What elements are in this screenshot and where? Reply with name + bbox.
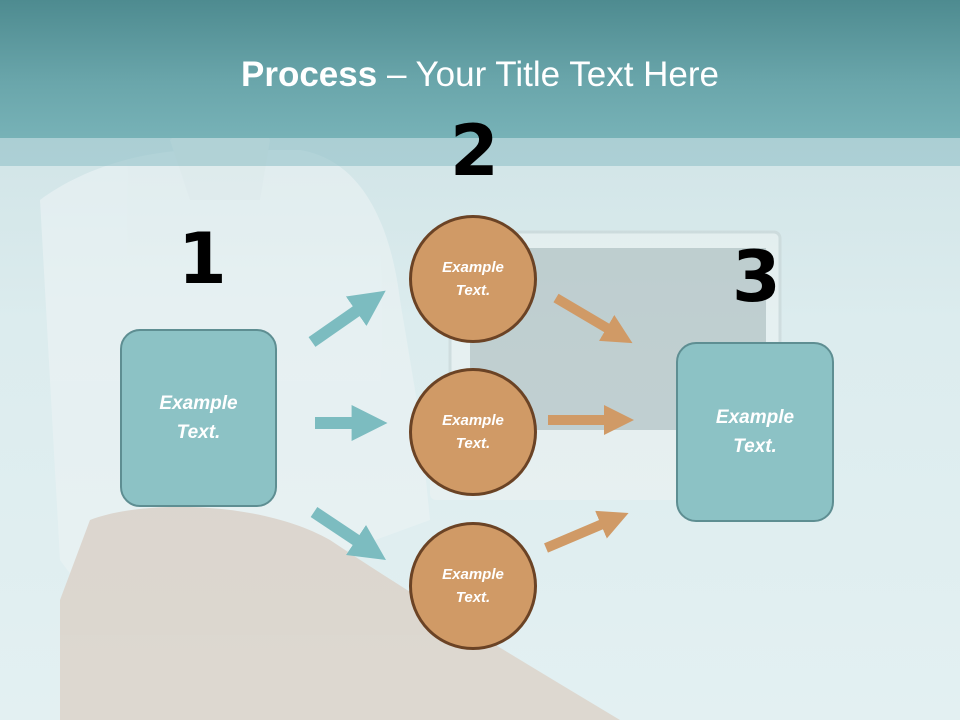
step-1-box: Example Text.	[120, 329, 277, 507]
step-2-circle-bottom: Example Text.	[409, 522, 537, 650]
step-2-circle-middle-text: Example Text.	[442, 412, 504, 452]
arrow-orange-down	[553, 293, 633, 344]
step-3-box: Example Text.	[676, 342, 834, 522]
arrow-teal-up	[308, 290, 386, 347]
title-band	[0, 0, 960, 138]
step-1-number: 1	[178, 218, 227, 300]
arrow-teal-down	[310, 507, 386, 560]
title-rest: – Your Title Text Here	[377, 55, 719, 94]
step-2-circle-top: Example Text.	[409, 215, 537, 343]
step-2-circle-bottom-text: Example Text.	[442, 566, 504, 606]
step-2-circle-top-text: Example Text.	[442, 259, 504, 299]
slide-title: Process – Your Title Text Here	[0, 54, 960, 96]
title-band-lower	[0, 138, 960, 166]
step-2-circle-middle: Example Text.	[409, 368, 537, 496]
step-3-number: 3	[732, 236, 781, 318]
step-1-text: Example Text.	[159, 393, 238, 443]
arrow-orange-up	[544, 510, 629, 553]
step-3-text: Example Text.	[715, 407, 795, 457]
step-2-number: 2	[450, 110, 499, 192]
title-bold: Process	[241, 55, 378, 94]
